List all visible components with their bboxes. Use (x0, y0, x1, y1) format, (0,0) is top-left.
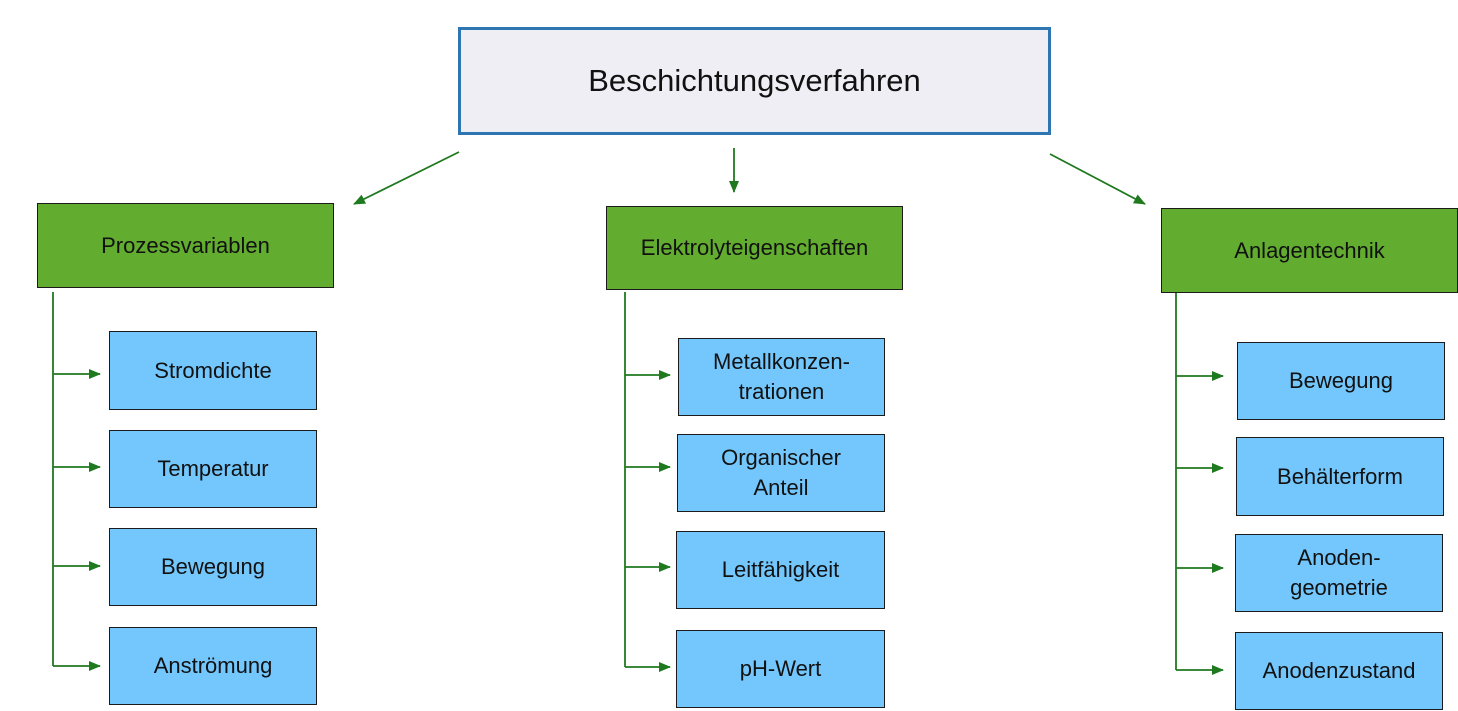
leaf-label: Anoden- geometrie (1290, 545, 1388, 600)
arrow-root-to-prozessvariablen (353, 151, 460, 205)
root-node: Beschichtungsverfahren (458, 27, 1051, 135)
leaf-metallkonzentrationen: Metallkonzen- trationen (678, 338, 885, 416)
leaf-anodenzustand: Anodenzustand (1235, 632, 1443, 710)
leaf-behaelterform: Behälterform (1236, 437, 1444, 516)
leaf-anstroemung: Anströmung (109, 627, 317, 705)
leaf-label: Bewegung (1289, 368, 1393, 393)
arrow-root-to-anlagentechnik (1049, 153, 1146, 205)
leaf-bewegung: Bewegung (109, 528, 317, 606)
leaf-stromdichte: Stromdichte (109, 331, 317, 410)
leaf-ph-wert: pH-Wert (676, 630, 885, 708)
leaf-organischer-anteil: Organischer Anteil (677, 434, 885, 512)
category-label: Elektrolyteigenschaften (640, 235, 869, 260)
leaf-bewegung-anlage: Bewegung (1237, 342, 1445, 420)
leaf-label: Behälterform (1277, 463, 1403, 489)
leaf-temperatur: Temperatur (109, 430, 317, 508)
leaf-label: Organischer Anteil (721, 445, 841, 500)
leaf-label: Stromdichte (154, 357, 272, 383)
leaf-label: Anströmung (153, 653, 273, 678)
leaf-label: Leitfähigkeit (721, 557, 840, 582)
category-prozessvariablen: Prozessvariablen (37, 203, 334, 288)
category-anlagentechnik: Anlagentechnik (1161, 208, 1458, 293)
root-node-label: Beschichtungsverfahren (588, 63, 921, 98)
category-label: Prozessvariablen (101, 232, 270, 258)
category-elektrolyteigenschaften: Elektrolyteigenschaften (606, 206, 903, 290)
category-label: Anlagentechnik (1234, 237, 1385, 263)
leaf-label: Anodenzustand (1262, 658, 1416, 683)
leaf-label: Metallkonzen- trationen (713, 349, 850, 404)
leaf-label: pH-Wert (739, 656, 822, 681)
leaf-label: Bewegung (161, 554, 265, 579)
leaf-label: Temperatur (157, 456, 269, 481)
leaf-leitfaehigkeit: Leitfähigkeit (676, 531, 885, 609)
leaf-anodengeometrie: Anoden- geometrie (1235, 534, 1443, 612)
